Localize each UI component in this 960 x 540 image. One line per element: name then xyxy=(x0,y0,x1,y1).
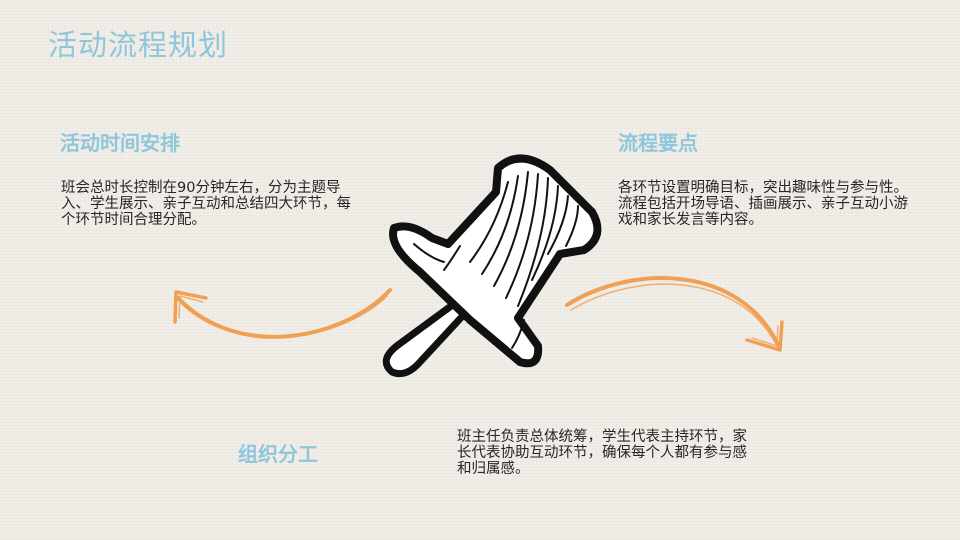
curved-arrow-right-icon xyxy=(565,276,784,352)
slide-title: 活动流程规划 xyxy=(48,28,229,62)
section-text-time: 班会总时长控制在90分钟左右，分为主题导入、学生展示、亲子互动和总结四大环节，每… xyxy=(61,180,351,228)
curved-arrow-left-icon xyxy=(173,288,392,339)
push-pin-icon xyxy=(382,154,602,378)
section-heading-time: 活动时间安排 xyxy=(60,131,180,155)
section-text-org: 班主任负责总体统筹，学生代表主持环节，家长代表协助互动环节，确保每个人都有参与感… xyxy=(457,429,747,477)
section-text-flow: 各环节设置明确目标，突出趣味性与参与性。流程包括开场导语、插画展示、亲子互动小游… xyxy=(618,180,908,228)
section-heading-org: 组织分工 xyxy=(238,442,318,466)
section-heading-flow: 流程要点 xyxy=(618,131,698,155)
